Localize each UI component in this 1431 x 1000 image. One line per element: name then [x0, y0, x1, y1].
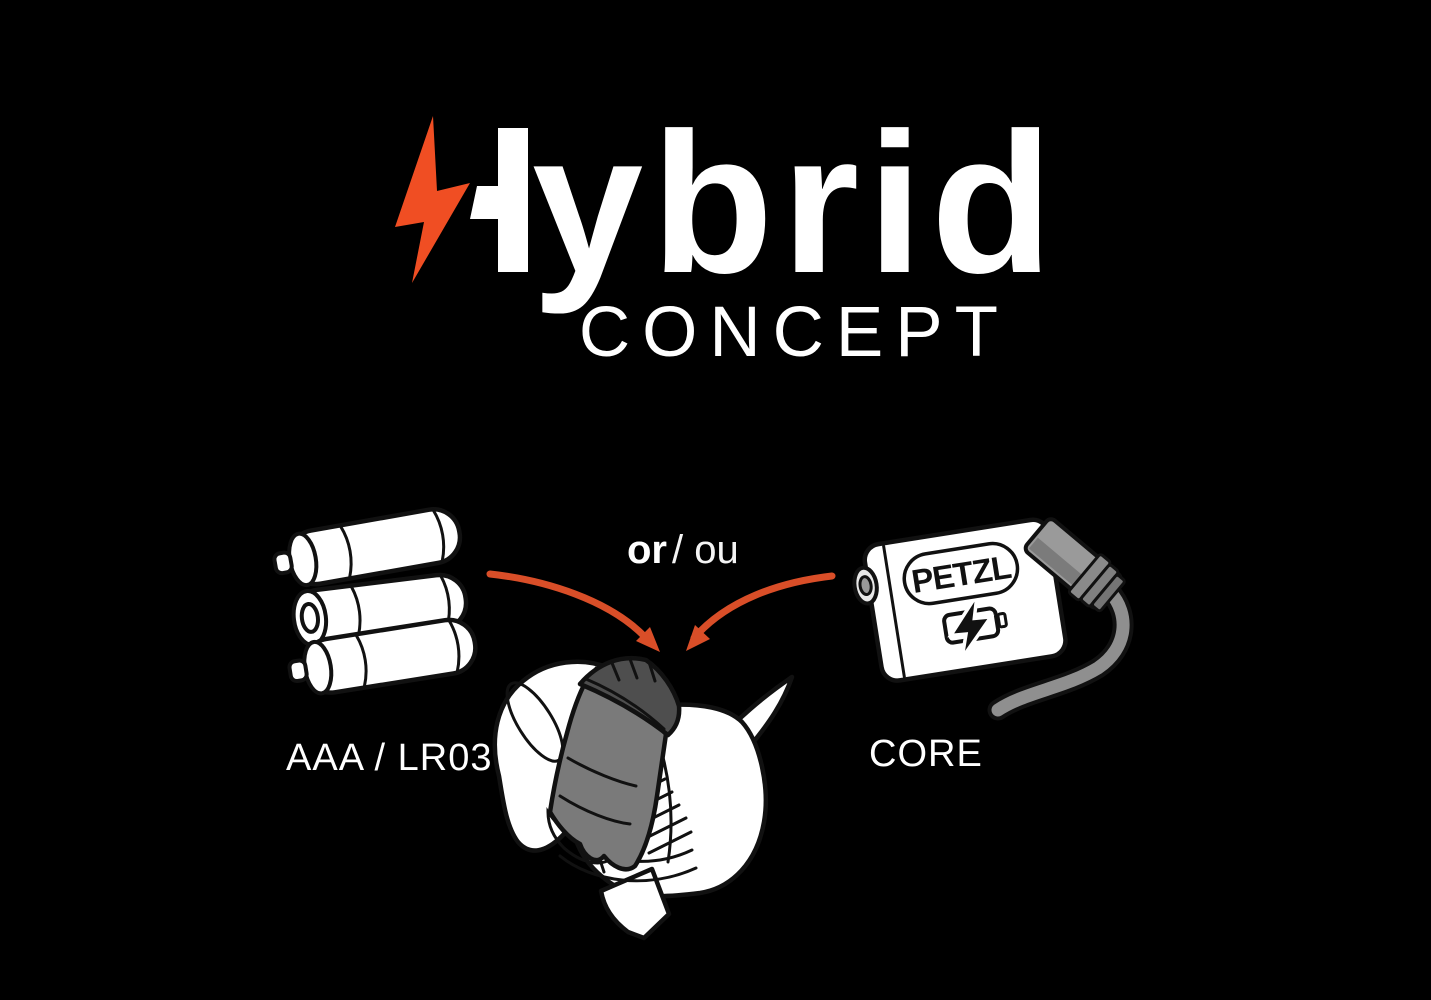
headlamp-illustration [492, 655, 795, 941]
core-battery-illustration: PETZL [852, 517, 1134, 721]
title-hybrid-text: ybrid [532, 92, 1061, 315]
core-label: CORE [869, 733, 983, 775]
right-curved-arrow-icon [686, 572, 836, 651]
headlamp-headband [598, 866, 672, 941]
aaa-label: AAA / LR03 [286, 737, 492, 779]
ou-regular-text: / ou [672, 528, 739, 572]
hybrid-logo: ybrid CONCEPT [395, 92, 1061, 372]
headlamp-battery-door [547, 678, 669, 872]
petzl-logo-outline [902, 541, 1020, 606]
battery-charge-icon [942, 599, 1008, 653]
lightning-bolt-icon [395, 116, 470, 283]
usb-cable [991, 585, 1130, 717]
left-curved-arrow-icon [486, 570, 660, 652]
usb-plug [1023, 517, 1126, 613]
aaa-batteries-illustration [271, 505, 480, 699]
or-bold-text: or [627, 528, 667, 572]
h-letter-half [470, 128, 528, 272]
or-ou-label: or / ou [627, 528, 739, 572]
title-concept-text: CONCEPT [579, 293, 1010, 372]
